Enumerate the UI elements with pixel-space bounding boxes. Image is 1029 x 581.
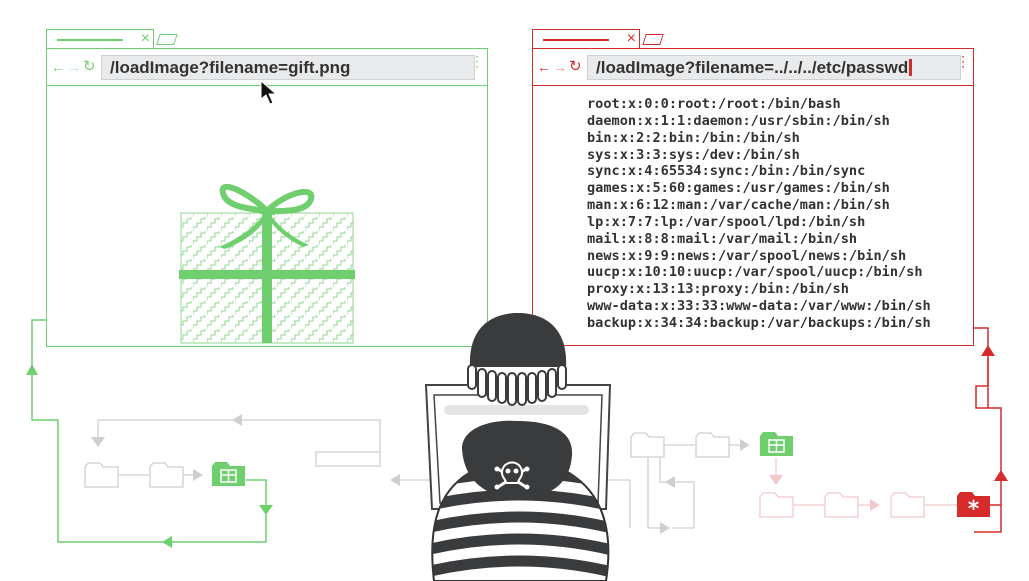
safe-path-arrow-left [162, 536, 172, 548]
passwd-line: mail:x:8:8:mail:/var/mail:/bin/sh [587, 230, 858, 247]
tree-arrow-left-2 [390, 474, 400, 486]
close-tab-icon[interactable]: × [626, 30, 636, 47]
traversal-arrow-right [870, 499, 880, 511]
passwd-line: uucp:x:10:10:uucp:/var/spool/uucp:/bin/s… [587, 264, 923, 281]
passwd-line: backup:x:34:34:backup:/var/backups:/bin/… [587, 314, 931, 331]
browser-tab[interactable]: × [46, 29, 154, 48]
forward-arrow-icon[interactable]: → [553, 59, 567, 75]
malicious-browser-window: × ← → ↻ /loadImage?filename=../../../etc… [532, 29, 974, 346]
mouse-cursor-icon [260, 80, 278, 105]
folder-icon [759, 492, 794, 518]
passwd-line: root:x:0:0:root:/root:/bin/bash [587, 96, 841, 112]
safe-path-connector [31, 319, 267, 543]
safe-path-arrow-up [26, 364, 38, 375]
folder-icon [695, 432, 730, 458]
thief-figure [424, 313, 612, 581]
new-tab-button[interactable] [156, 34, 178, 45]
address-bar[interactable]: /loadImage?filename=gift.png [101, 55, 475, 80]
tree-arrow-right [193, 469, 203, 481]
folder-icon [824, 492, 859, 518]
passwd-line: games:x:5:60:games:/usr/games:/bin/sh [587, 180, 890, 197]
passwd-line: proxy:x:13:13:proxy:/bin:/bin/sh [587, 281, 849, 298]
kebab-menu-icon[interactable]: ⋮ [470, 53, 484, 69]
passwd-line: daemon:x:1:1:daemon:/usr/sbin:/bin/sh [587, 112, 890, 129]
folder-icon [890, 492, 925, 518]
browser-toolbar: ← → ↻ /loadImage?filename=gift.png ⋮ [47, 49, 487, 86]
evil-path-connector [974, 327, 1002, 533]
right-folder-tree [604, 444, 740, 529]
tab-title-placeholder [57, 39, 123, 41]
tree-arrow-right-4 [660, 522, 670, 534]
gift-folder-icon [212, 462, 245, 486]
folder-icon [630, 432, 665, 458]
reload-icon[interactable]: ↻ [83, 58, 96, 75]
address-bar-url: /loadImage?filename=../../../etc/passwd [596, 58, 909, 77]
evil-path-arrow-up [981, 345, 995, 356]
traversal-arrow-down [769, 475, 783, 485]
folder-icon [84, 462, 119, 488]
browser-toolbar: ← → ↻ /loadImage?filename=../../../etc/p… [533, 49, 973, 86]
back-arrow-icon[interactable]: ← [537, 59, 551, 75]
browser-tab[interactable]: × [532, 29, 640, 48]
back-arrow-icon[interactable]: ← [51, 59, 65, 75]
tree-arrow-down [91, 437, 105, 447]
tree-arrow-left-3 [665, 476, 675, 488]
safe-path-arrow-down [259, 505, 273, 515]
passwd-line: bin:x:2:2:bin:/bin:/bin/sh [587, 129, 800, 146]
tree-arrow-right-3 [740, 439, 750, 451]
folder-icon [149, 462, 184, 488]
skull-crossbones-icon [494, 461, 530, 490]
svg-text:*: * [968, 497, 980, 522]
evil-path-arrow-up-2 [994, 470, 1008, 481]
gift-icon [179, 184, 355, 344]
tree-arrow-left [232, 414, 242, 426]
traversal-folder-tree [775, 458, 957, 506]
text-caret [909, 59, 913, 76]
gift-folder-icon [760, 432, 793, 456]
new-tab-button[interactable] [642, 34, 664, 45]
passwd-line: lp:x:7:7:lp:/var/spool/lpd:/bin/sh [587, 213, 866, 230]
tab-title-placeholder [543, 39, 609, 41]
close-tab-icon[interactable]: × [140, 30, 150, 47]
reload-icon[interactable]: ↻ [569, 58, 582, 75]
asterisk-folder-icon: * [957, 492, 990, 522]
passwd-line: man:x:6:12:man:/var/cache/man:/bin/sh [587, 197, 890, 214]
forward-arrow-icon[interactable]: → [67, 59, 81, 75]
passwd-line: sys:x:3:3:sys:/dev:/bin/sh [587, 146, 800, 163]
address-bar-url: /loadImage?filename=gift.png [110, 58, 351, 77]
passwd-line: www-data:x:33:33:www-data:/var/www:/bin/… [587, 298, 931, 315]
passwd-line: sync:x:4:65534:sync:/bin:/bin/sync [587, 163, 866, 180]
address-bar[interactable]: /loadImage?filename=../../../etc/passwd [587, 55, 961, 80]
passwd-line: news:x:9:9:news:/var/spool/news:/bin/sh [587, 247, 907, 264]
kebab-menu-icon[interactable]: ⋮ [956, 53, 970, 69]
